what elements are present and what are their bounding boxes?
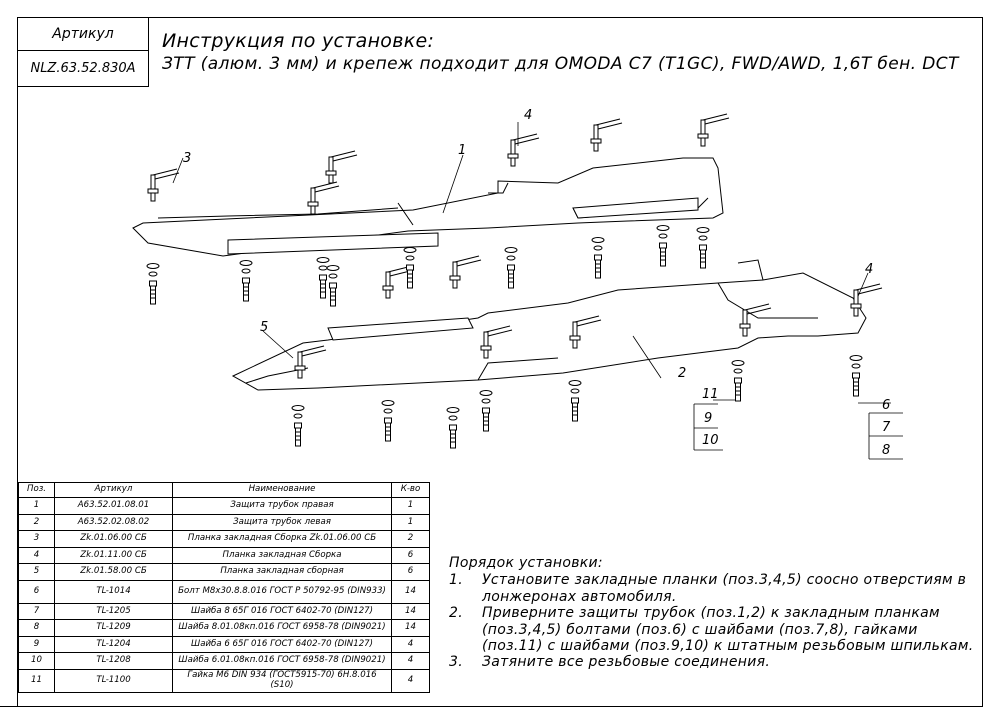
cell-article: TL-1100 bbox=[54, 668, 173, 693]
callout-11: 11 bbox=[702, 387, 719, 402]
cell-pos: 11 bbox=[18, 668, 55, 693]
page-subtitle: ЗТТ (алюм. 3 мм) и крепеж подходит для O… bbox=[162, 54, 959, 74]
callout-7: 7 bbox=[882, 420, 891, 435]
article-label: Артикул bbox=[18, 18, 149, 51]
callout-10: 10 bbox=[702, 433, 719, 448]
cell-name: Планка закладная Сборка bbox=[172, 546, 392, 564]
callout-6: 6 bbox=[882, 398, 891, 413]
instruction-step: 1. Установите закладные планки (поз.3,4,… bbox=[449, 572, 979, 605]
cell-pos: 2 bbox=[18, 513, 55, 531]
cell-article: TL-1204 bbox=[54, 635, 173, 653]
cell-qty: 6 bbox=[391, 563, 430, 581]
guard-right-part bbox=[132, 157, 724, 257]
cell-qty: 14 bbox=[391, 602, 430, 620]
cell-pos: 10 bbox=[18, 652, 55, 670]
col-header-name: Наименование bbox=[172, 482, 392, 498]
step-number: 3. bbox=[449, 654, 463, 671]
cell-name: Шайба 6.01.08кп.016 ГОСТ 6958-78 (DIN902… bbox=[172, 652, 392, 670]
table-header-row: Поз. Артикул Наименование К-во bbox=[18, 482, 430, 498]
page-title: Инструкция по установке: bbox=[162, 30, 435, 52]
callout-9: 9 bbox=[704, 411, 713, 426]
cell-name: Шайба 8 65Г 016 ГОСТ 6402-70 (DIN127) bbox=[172, 602, 392, 620]
cell-qty: 4 bbox=[391, 652, 430, 670]
cell-name: Планка закладная Сборка Zk.01.06.00 СБ bbox=[172, 530, 392, 548]
cell-qty: 1 bbox=[391, 497, 430, 515]
cell-name: Планка закладная сборная bbox=[172, 563, 392, 581]
cell-article: TL-1209 bbox=[54, 619, 173, 637]
callout-2: 2 bbox=[678, 366, 687, 381]
cell-name: Защита трубок правая bbox=[172, 497, 392, 515]
cell-pos: 5 bbox=[18, 563, 55, 581]
step-number: 2. bbox=[449, 605, 463, 622]
cell-name: Защита трубок левая bbox=[172, 513, 392, 531]
callout-3: 3 bbox=[183, 151, 192, 166]
installation-instructions: Порядок установки: 1. Установите закладн… bbox=[449, 555, 979, 671]
cell-name: Шайба 8.01.08кп.016 ГОСТ 6958-78 (DIN902… bbox=[172, 619, 392, 637]
cell-pos: 8 bbox=[18, 619, 55, 637]
cell-article: TL-1208 bbox=[54, 652, 173, 670]
cell-pos: 7 bbox=[18, 602, 55, 620]
cell-article: TL-1014 bbox=[54, 579, 173, 604]
drawing-sheet: Артикул NLZ.63.52.830A Инструкция по уст… bbox=[17, 17, 983, 707]
cell-article: A63.52.02.08.02 bbox=[54, 513, 173, 531]
cell-name: Болт М8х30.8.8.016 ГОСТ Р 50792-95 (DIN9… bbox=[172, 579, 392, 604]
callout-8: 8 bbox=[882, 443, 891, 458]
cell-pos: 9 bbox=[18, 635, 55, 653]
step-text: Установите закладные планки (поз.3,4,5) … bbox=[482, 572, 967, 605]
cell-article: TL-1205 bbox=[54, 602, 173, 620]
cell-qty: 14 bbox=[391, 619, 430, 637]
cell-article: Zk.01.06.00 СБ bbox=[54, 530, 173, 548]
cell-qty: 2 bbox=[391, 530, 430, 548]
instruction-step: 3. Затяните все резьбовые соединения. bbox=[449, 654, 979, 670]
step-number: 1. bbox=[449, 572, 463, 589]
guard-left-part bbox=[231, 259, 867, 391]
cell-qty: 4 bbox=[391, 668, 430, 693]
callout-5: 5 bbox=[260, 320, 269, 335]
cell-name: Шайба 6 65Г 016 ГОСТ 6402-70 (DIN127) bbox=[172, 635, 392, 653]
assembly-drawing bbox=[132, 113, 903, 460]
cell-pos: 6 bbox=[18, 579, 55, 604]
cell-name: Гайка М6 DIN 934 (ГОСТ5915-70) 6Н.8.016 … bbox=[172, 668, 392, 693]
step-text: Приверните защиты трубок (поз.1,2) к зак… bbox=[482, 605, 974, 655]
cell-pos: 3 bbox=[18, 530, 55, 548]
article-value: NLZ.63.52.830A bbox=[18, 50, 149, 87]
cell-article: A63.52.01.08.01 bbox=[54, 497, 173, 515]
cell-qty: 1 bbox=[391, 513, 430, 531]
callout-1: 1 bbox=[458, 143, 467, 158]
callout-4a: 4 bbox=[524, 108, 533, 123]
step-text: Затяните все резьбовые соединения. bbox=[482, 654, 771, 671]
cell-qty: 6 bbox=[391, 546, 430, 564]
instruction-step: 2. Приверните защиты трубок (поз.1,2) к … bbox=[449, 605, 979, 654]
cell-qty: 14 bbox=[391, 579, 430, 604]
cell-pos: 1 bbox=[18, 497, 55, 515]
col-header-article: Артикул bbox=[54, 482, 173, 498]
instructions-title: Порядок установки: bbox=[449, 555, 603, 571]
callout-4b: 4 bbox=[865, 262, 874, 277]
col-header-pos: Поз. bbox=[18, 482, 55, 498]
cell-article: Zk.01.58.00 СБ bbox=[54, 563, 173, 581]
cell-pos: 4 bbox=[18, 546, 55, 564]
cell-qty: 4 bbox=[391, 635, 430, 653]
cell-article: Zk.01.11.00 СБ bbox=[54, 546, 173, 564]
col-header-qty: К-во bbox=[391, 482, 430, 498]
